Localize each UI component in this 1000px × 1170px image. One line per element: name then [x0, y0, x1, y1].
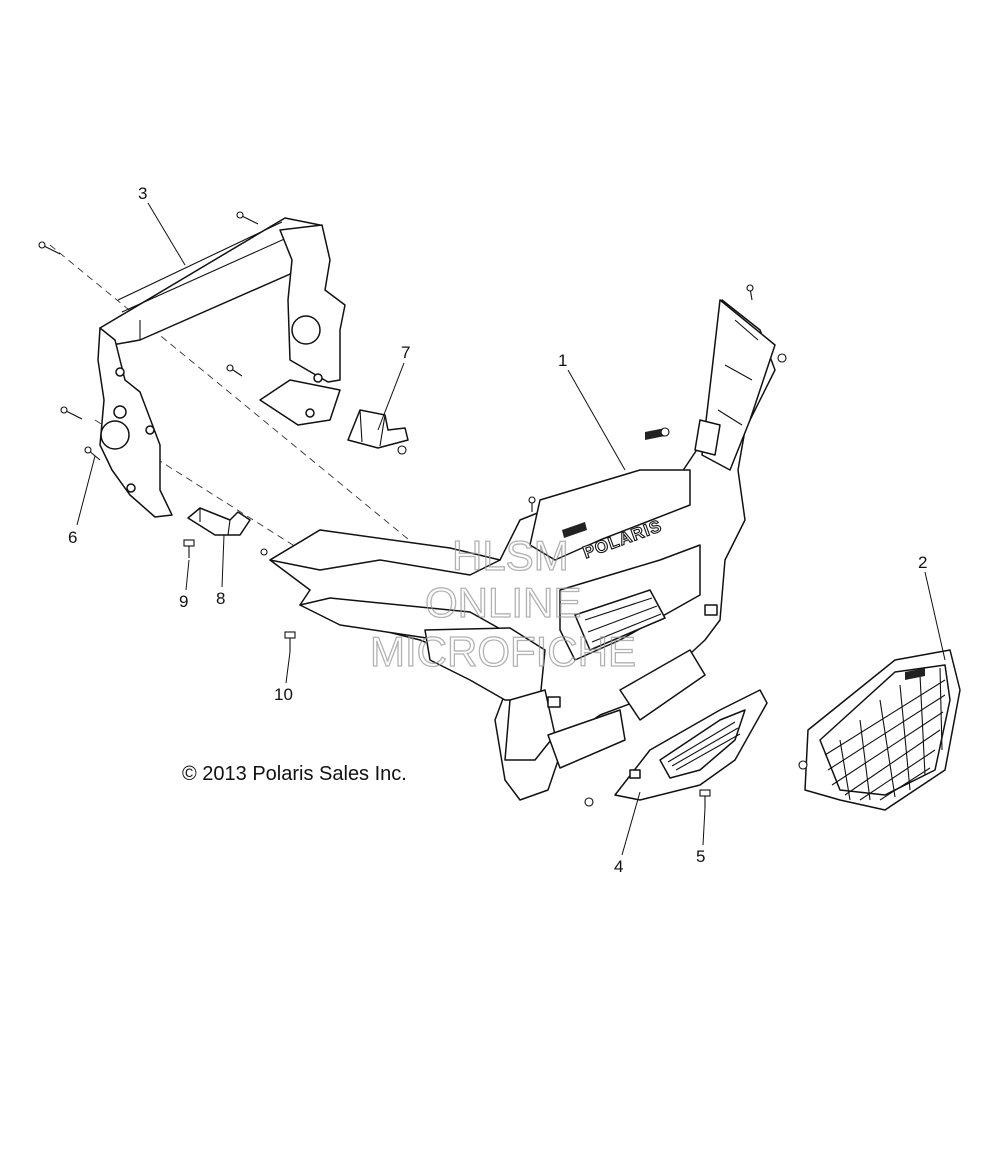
bumper-nut-left [260, 548, 268, 556]
part-7-bracket [347, 409, 409, 455]
callout-5: 5 [696, 847, 705, 866]
callout-2: 2 [918, 553, 927, 572]
part-1-front-bumper: POLARIS [269, 299, 776, 801]
watermark-line-2: ONLINE [425, 579, 581, 626]
watermark-line-3: MICROFICHE [370, 628, 636, 675]
callout-4: 4 [614, 857, 623, 876]
bumper-bolt-center [660, 427, 670, 437]
shroud-bolt-left-upper [38, 241, 61, 255]
copyright-notice: © 2013 Polaris Sales Inc. [182, 763, 407, 785]
part-2-grille-mesh [798, 649, 961, 811]
leader-6 [76, 455, 96, 526]
part-8-bracket [187, 507, 251, 536]
part-4-lower-grille [614, 689, 768, 801]
leader-4 [621, 791, 641, 856]
leader-7 [377, 362, 405, 431]
shroud-bolt-left-middle [60, 406, 83, 420]
callout-1: 1 [558, 351, 567, 370]
leader-10 [285, 651, 291, 684]
callout-8: 8 [216, 589, 225, 608]
part-3-shroud [97, 217, 346, 518]
watermark-line-1: HLSM [452, 532, 569, 579]
leader-2 [924, 571, 946, 661]
shroud-bolt-center [226, 364, 243, 377]
leader-9 [185, 559, 190, 591]
leader-8 [221, 534, 225, 588]
part-5-bolt [699, 789, 711, 808]
part-10-bolt [284, 631, 296, 652]
callout-10: 10 [274, 685, 293, 704]
leader-3 [147, 202, 186, 266]
shroud-bolt-left-lower [84, 446, 101, 461]
callout-9: 9 [179, 592, 188, 611]
bumper-bolt-top [746, 284, 754, 301]
leader-5 [702, 807, 706, 846]
shroud-bolt-top [236, 211, 259, 225]
callout-6: 6 [68, 528, 77, 547]
leader-1 [567, 369, 626, 471]
alignment-line-upper [49, 244, 471, 591]
callout-7: 7 [401, 343, 410, 362]
bumper-bolt-right [777, 353, 787, 363]
bumper-bolt-left [528, 496, 536, 512]
bumper-nut-lower [584, 797, 594, 807]
part-9-bolt [183, 539, 195, 558]
callout-3: 3 [138, 184, 147, 203]
